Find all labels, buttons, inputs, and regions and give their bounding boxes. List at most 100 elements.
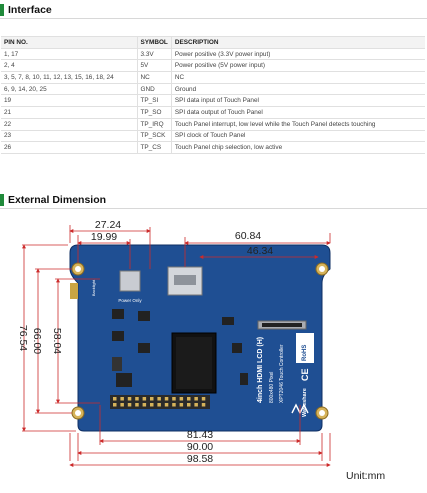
gpio-pin xyxy=(150,397,154,401)
mount-hole-center xyxy=(75,266,81,272)
model-label: 4inch HDMI LCD (H) xyxy=(257,337,264,403)
pin-table-header-cell: DESCRIPTION xyxy=(171,36,425,49)
section-divider xyxy=(0,18,427,19)
section-interface: Interface xyxy=(0,1,427,19)
table-cell: TP_SCK xyxy=(137,129,172,143)
gpio-pin xyxy=(113,397,117,401)
component xyxy=(138,311,150,321)
gpio-pin xyxy=(120,397,124,401)
dim-left-outer: 76.54 xyxy=(17,325,29,351)
gpio-pin xyxy=(127,403,132,407)
resolution-label: 800x480 Pixel xyxy=(269,372,275,403)
gpio-pin xyxy=(164,397,169,401)
section-title-interface: Interface xyxy=(8,4,52,16)
rohs-label: RoHS xyxy=(302,345,308,361)
table-cell: Touch Panel interrupt, low level while t… xyxy=(171,117,425,131)
mount-hole-center xyxy=(319,266,325,272)
table-cell: 1, 17 xyxy=(1,47,138,61)
dim-left-middle: 66.00 xyxy=(31,328,43,354)
table-cell: 5V xyxy=(137,59,172,73)
gpio-pin xyxy=(135,403,139,407)
component xyxy=(116,373,132,387)
component xyxy=(232,343,242,353)
table-cell: 22 xyxy=(1,117,138,131)
table-cell: NC xyxy=(171,71,425,84)
section-title-dimension: External Dimension xyxy=(8,194,107,206)
dim-top-right-inner: 46.34 xyxy=(247,245,273,257)
power-only-label: Power Only xyxy=(118,298,142,303)
table-cell: TP_CS xyxy=(137,141,172,154)
component xyxy=(138,343,150,353)
fpc-slot xyxy=(262,323,302,327)
table-cell: 3.3V xyxy=(137,47,172,61)
table-cell: 19 xyxy=(1,94,138,108)
gpio-pin xyxy=(179,403,184,407)
gpio-pin xyxy=(179,397,184,401)
backlight-label: Backlight xyxy=(91,279,96,296)
dimension-diagram: Power Only Backlight 4inch HDMI LCD (H) … xyxy=(17,219,385,482)
table-cell: Ground xyxy=(171,82,425,96)
table-cell: 21 xyxy=(1,106,138,119)
backlight-switch xyxy=(70,283,78,299)
main-chip-die xyxy=(176,337,212,389)
unit-label: Unit:mm xyxy=(346,470,385,482)
table-cell: Power positive (3.3V power input) xyxy=(171,47,425,61)
component xyxy=(112,357,122,371)
table-cell: GND xyxy=(137,82,172,96)
gpio-pin xyxy=(150,403,154,407)
section-divider xyxy=(0,208,427,209)
component xyxy=(240,373,248,385)
table-cell: SPI data input of Touch Panel xyxy=(171,94,425,108)
table-cell: TP_SO xyxy=(137,106,172,119)
gpio-pin xyxy=(172,397,176,401)
dim-bottom-outer: 98.58 xyxy=(187,453,213,465)
dimension-lines xyxy=(22,225,331,467)
gpio-pin xyxy=(172,403,176,407)
mount-hole-center xyxy=(319,410,325,416)
table-row: 3, 5, 7, 8, 10, 11, 12, 13, 15, 16, 18, … xyxy=(1,71,425,84)
table-cell: Power positive (5V power input) xyxy=(171,59,425,73)
table-cell: SPI data output of Touch Panel xyxy=(171,106,425,119)
gpio-pin xyxy=(127,397,132,401)
table-cell: 6, 9, 14, 20, 25 xyxy=(1,82,138,96)
table-cell: 3, 5, 7, 8, 10, 11, 12, 13, 15, 16, 18, … xyxy=(1,71,138,84)
pin-table-header-cell: PIN NO. xyxy=(1,36,138,49)
hdmi-port-opening xyxy=(174,275,196,285)
brand-label: Waveshare xyxy=(302,388,308,417)
micro-usb-connector xyxy=(119,270,141,292)
dim-bottom-middle: 90.00 xyxy=(187,441,213,453)
gpio-pin xyxy=(135,397,139,401)
gpio-pin xyxy=(201,397,206,401)
gpio-pin xyxy=(201,403,206,407)
controller-label: XPT2046 Touch Controller xyxy=(279,344,285,403)
ce-label: CE xyxy=(300,368,310,381)
gpio-pin xyxy=(194,403,198,407)
gpio-pin xyxy=(187,403,191,407)
pin-table-header-cell: SYMBOL xyxy=(137,36,172,49)
gpio-header xyxy=(110,395,210,409)
rohs-badge xyxy=(296,333,314,363)
mount-hole-center xyxy=(75,410,81,416)
dim-top-left-outer: 27.24 xyxy=(95,219,121,231)
table-cell: 2, 4 xyxy=(1,59,138,73)
component xyxy=(112,331,124,341)
table-cell: Touch Panel chip selection, low active xyxy=(171,141,425,154)
gpio-pin xyxy=(120,403,124,407)
section-dimension: External Dimension xyxy=(0,191,427,209)
gpio-pins xyxy=(113,397,206,407)
gpio-pin xyxy=(142,403,147,407)
dim-top-left-inner: 19.99 xyxy=(91,231,117,243)
dim-bottom-inner: 81.43 xyxy=(187,429,213,441)
table-cell: NC xyxy=(137,71,172,84)
table-cell: SPI clock of Touch Panel xyxy=(171,129,425,143)
component xyxy=(222,317,234,325)
gpio-pin xyxy=(157,397,161,401)
